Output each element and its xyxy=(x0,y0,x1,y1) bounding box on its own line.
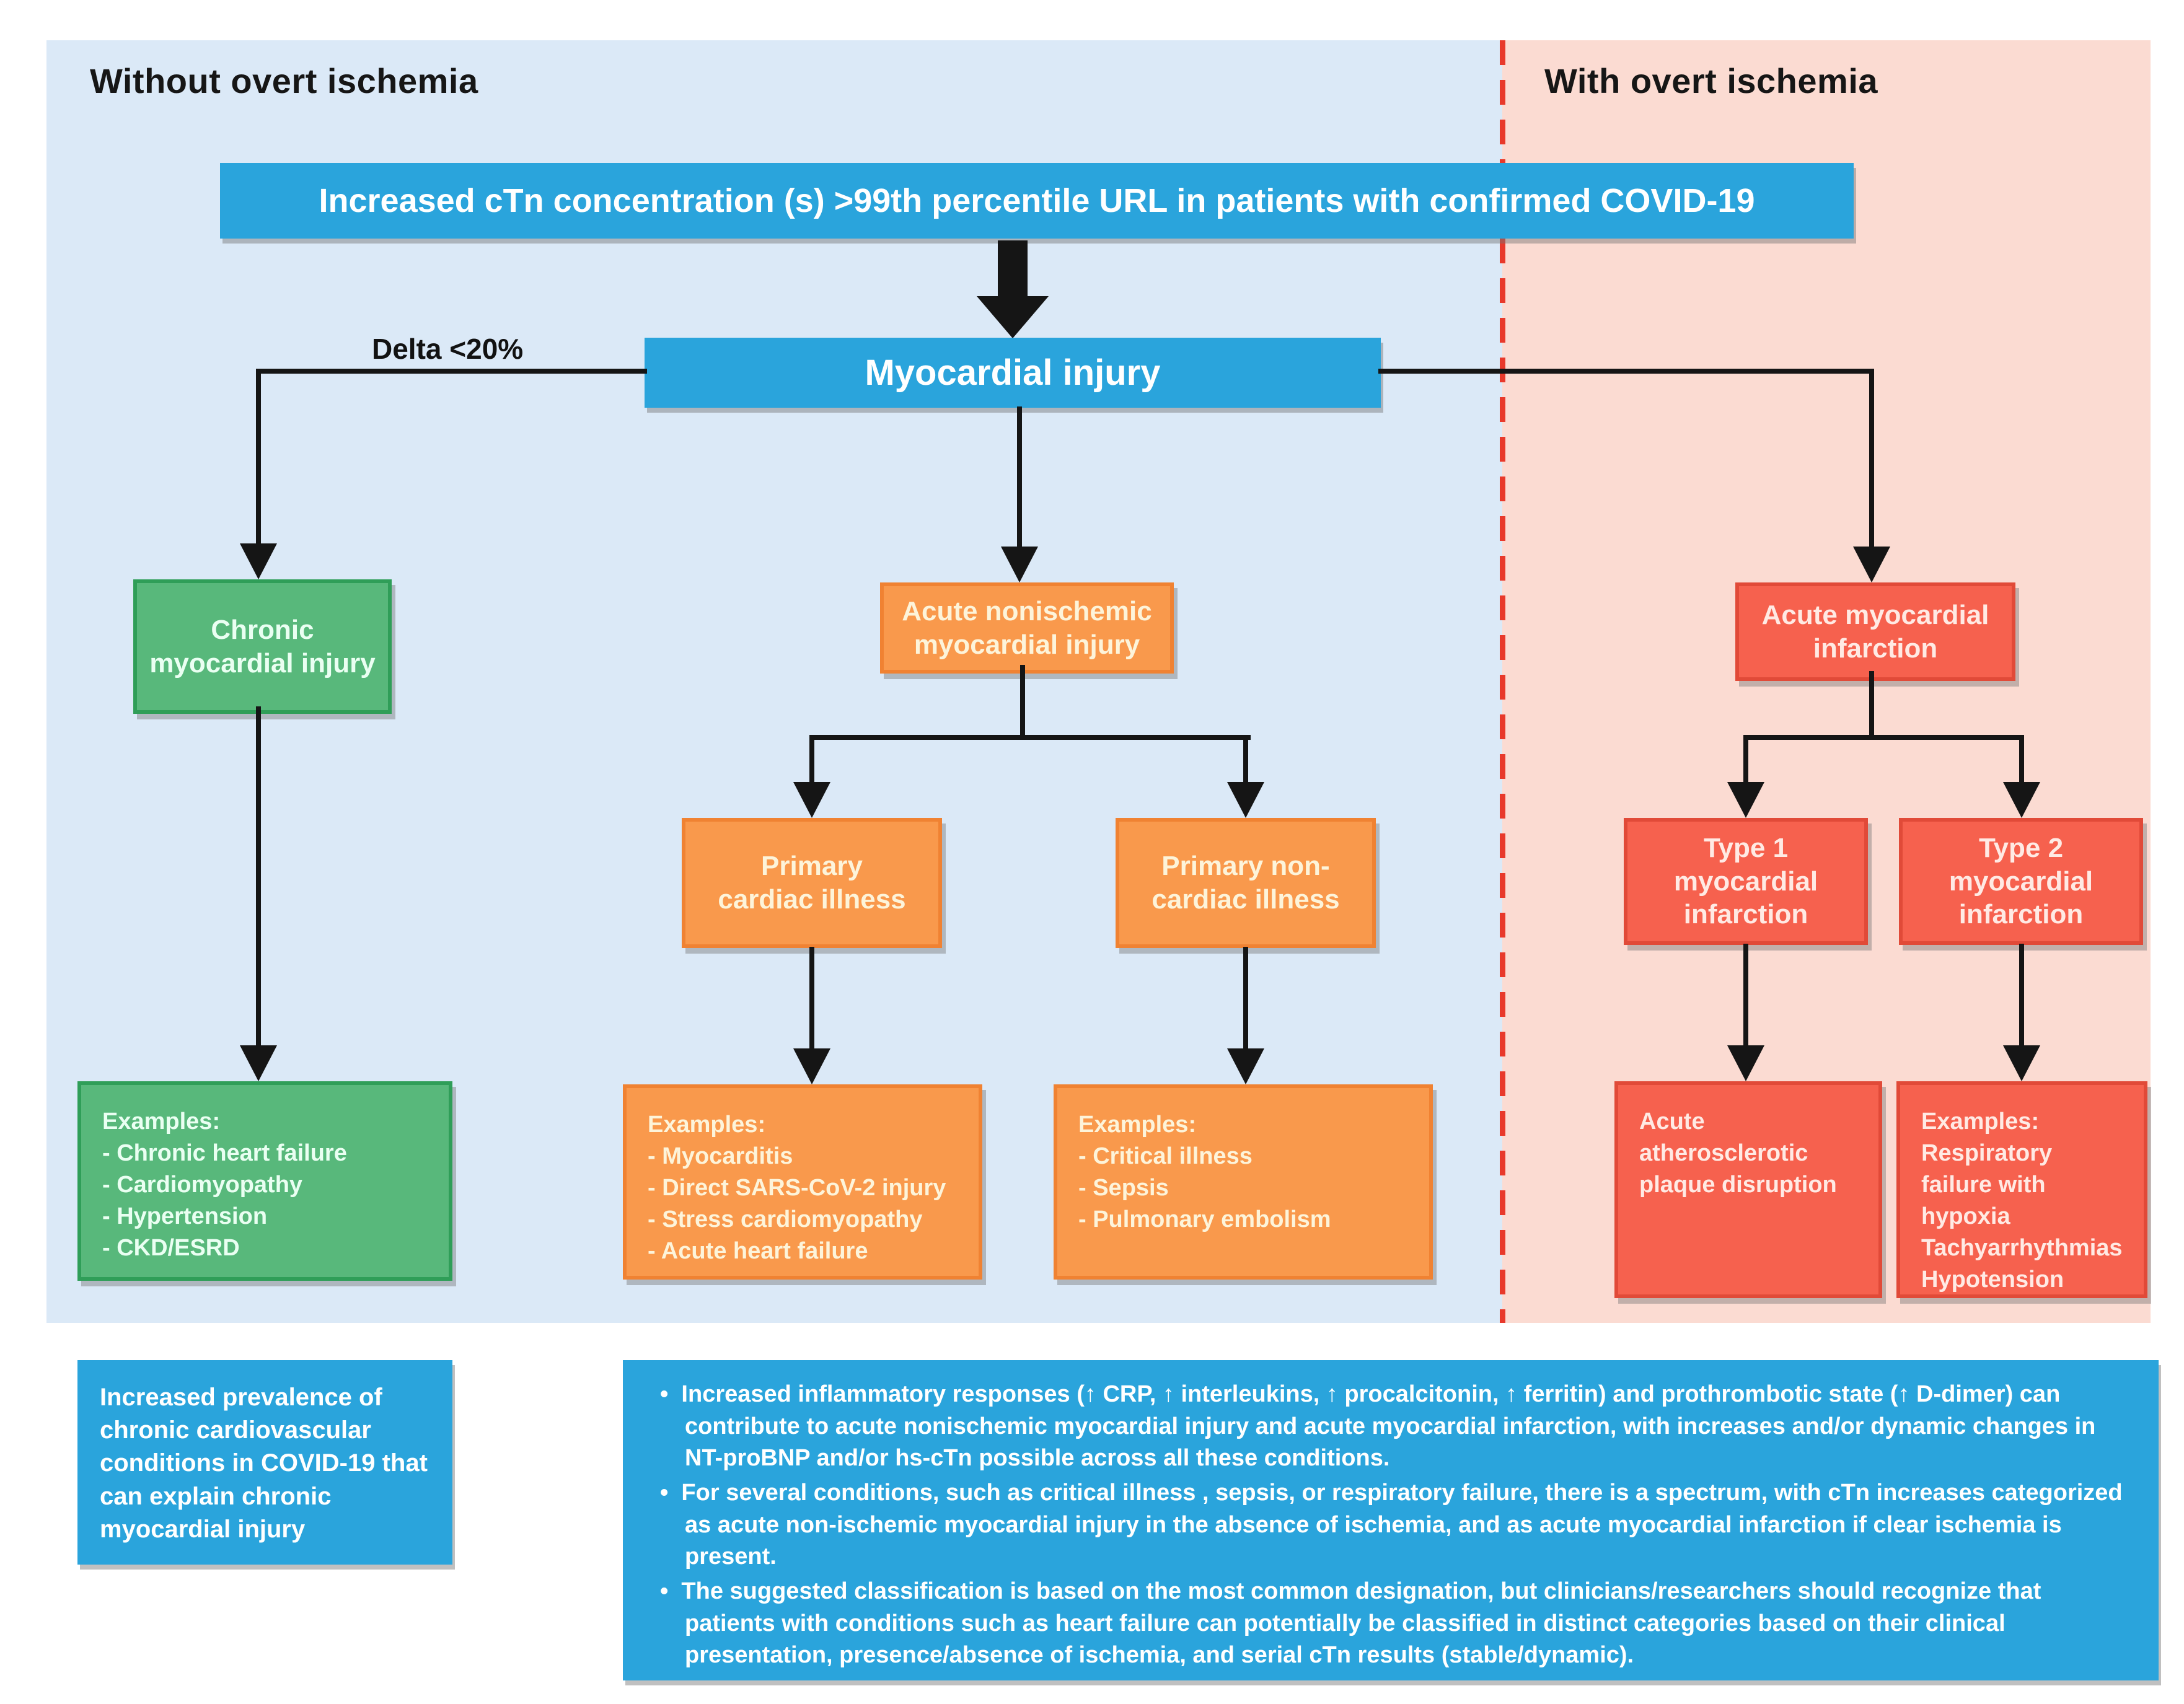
arrowhead-to-chronic xyxy=(240,543,277,579)
note-bullet-list: Increased inflammatory responses (↑ CRP,… xyxy=(650,1379,2131,1672)
node-acute-nonischemic-injury: Acute nonischemic myocardial injury xyxy=(880,582,1174,674)
arrow-root-to-myocardial-head xyxy=(977,296,1049,338)
connector-red-left-drop xyxy=(1743,735,1748,784)
node-primary-noncardiac-illness: Primary non-cardiac illness xyxy=(1116,818,1376,948)
connector-type2-to-examples xyxy=(2019,944,2024,1045)
connector-red-horizontal xyxy=(1743,735,2024,740)
arrowhead-to-chronic-examples xyxy=(240,1045,277,1081)
node-myocardial-injury: Myocardial injury xyxy=(645,338,1381,408)
connector-red-right-drop xyxy=(2019,735,2024,784)
connector-orange-stem xyxy=(1020,665,1025,740)
arrowhead-to-type2 xyxy=(2003,782,2040,818)
arrowhead-to-cardiac-examples xyxy=(793,1048,830,1084)
examples-type2: Examples: Respiratory failure with hypox… xyxy=(1896,1081,2147,1298)
connector-orange-left-drop xyxy=(809,735,814,784)
examples-primary-noncardiac: Examples: - Critical illness - Sepsis - … xyxy=(1054,1084,1433,1280)
connector-left-horizontal xyxy=(258,369,647,374)
examples-primary-cardiac: Examples: - Myocarditis - Direct SARS-Co… xyxy=(623,1084,982,1280)
examples-chronic: Examples: - Chronic heart failure - Card… xyxy=(77,1081,452,1281)
connector-right-vertical xyxy=(1869,369,1874,548)
node-primary-cardiac-illness: Primary cardiac illness xyxy=(682,818,942,948)
connector-right-horizontal xyxy=(1378,369,1874,374)
connector-center-vertical xyxy=(1017,406,1022,548)
delta-label: Delta <20% xyxy=(372,333,524,365)
region-title-without-ischemia: Without overt ischemia xyxy=(90,61,478,100)
node-increased-ctn: Increased cTn concentration (s) >99th pe… xyxy=(220,163,1854,239)
connector-orange-right-drop xyxy=(1243,735,1248,784)
arrowhead-to-noncardiac-examples xyxy=(1227,1048,1264,1084)
node-type2-mi: Type 2 myocardial infarction xyxy=(1899,818,2143,945)
connector-left-vertical xyxy=(256,369,261,545)
connector-noncardiac-to-examples xyxy=(1243,947,1248,1048)
connector-red-stem xyxy=(1869,671,1874,740)
arrowhead-to-acute-nonischemic xyxy=(1001,547,1038,582)
note-bullets: Increased inflammatory responses (↑ CRP,… xyxy=(623,1360,2159,1680)
arrow-root-to-myocardial-shaft xyxy=(998,240,1028,297)
arrowhead-to-primary-noncardiac xyxy=(1227,782,1264,818)
note-chronic-prevalence: Increased prevalence of chronic cardiova… xyxy=(77,1360,452,1565)
node-acute-myocardial-infarction: Acute myocardial infarction xyxy=(1735,582,2015,681)
connector-orange-horizontal xyxy=(809,735,1251,740)
arrowhead-to-type1 xyxy=(1727,782,1764,818)
arrowhead-to-primary-cardiac xyxy=(793,782,830,818)
arrowhead-to-type2-examples xyxy=(2003,1045,2040,1081)
connector-cardiac-to-examples xyxy=(809,947,814,1048)
note-bullet: Increased inflammatory responses (↑ CRP,… xyxy=(650,1379,2131,1475)
note-bullet: The suggested classification is based on… xyxy=(650,1576,2131,1672)
connector-type1-to-examples xyxy=(1743,944,1748,1045)
node-type1-mi: Type 1 myocardial infarction xyxy=(1624,818,1868,945)
connector-chronic-to-examples xyxy=(256,706,261,1046)
node-chronic-myocardial-injury: Chronic myocardial injury xyxy=(133,579,392,714)
note-bullet: For several conditions, such as critical… xyxy=(650,1477,2131,1573)
examples-type1: Acute atherosclerotic plaque disruption xyxy=(1614,1081,1882,1298)
arrowhead-to-acute-mi xyxy=(1853,547,1890,582)
arrowhead-to-type1-examples xyxy=(1727,1045,1764,1081)
ischemia-divider-dashed-line xyxy=(1500,40,1505,1323)
region-title-with-ischemia: With overt ischemia xyxy=(1544,61,1878,100)
